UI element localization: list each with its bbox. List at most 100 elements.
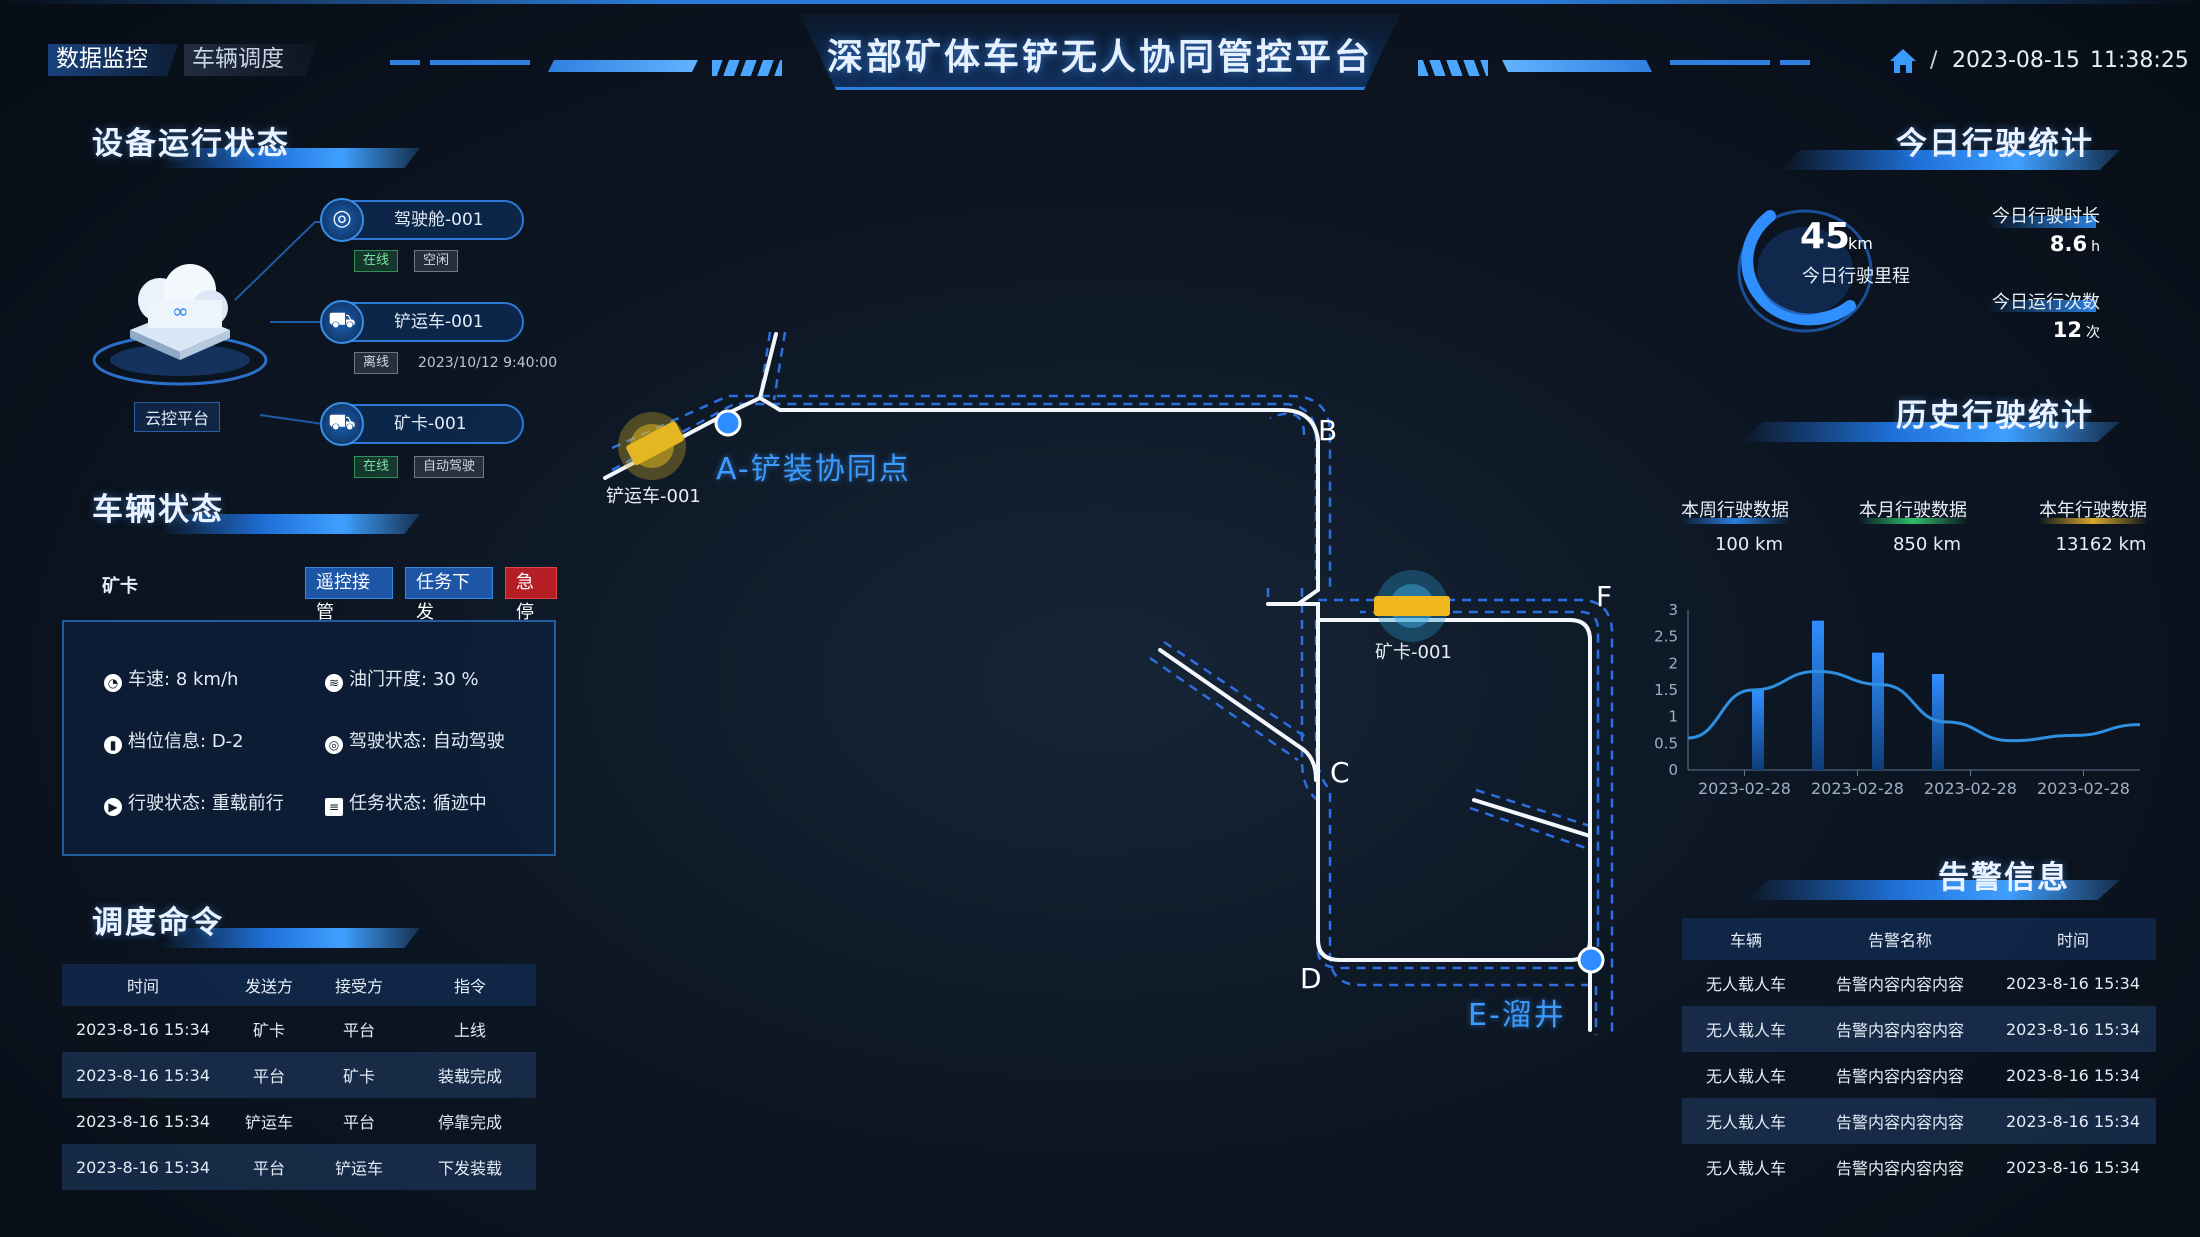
cell-time: 2023-8-16 15:34 xyxy=(2006,1065,2140,1085)
cell-alert-name: 告警内容内容内容 xyxy=(1810,1098,1990,1144)
mileage-value: 45 xyxy=(1800,216,1851,257)
cell-sender: 平台 xyxy=(224,1052,314,1098)
duration-label: 今日行驶时长 xyxy=(1992,206,2100,227)
section-bar-today xyxy=(1780,150,2120,170)
remote-takeover-button[interactable]: 遥控接管 xyxy=(305,567,393,623)
duration-bar xyxy=(1986,216,2096,228)
cell-time: 2023-8-16 15:34 xyxy=(76,1111,210,1131)
loader-vehicle-icon[interactable] xyxy=(618,412,686,480)
history-month-label: 本月行驶数据 xyxy=(1859,500,1967,521)
table-row[interactable]: 2023-8-16 15:34 平台 矿卡 装载完成 xyxy=(62,1052,536,1098)
cell-vehicle: 无人载人车 xyxy=(1682,1098,1810,1144)
table-row[interactable]: 无人载人车 告警内容内容内容 2023-8-16 15:34 xyxy=(1682,960,2156,1006)
column-header: 指令 xyxy=(404,964,536,1006)
cell-command: 停靠完成 xyxy=(437,1113,502,1132)
device-cockpit-001[interactable]: ◎ 驾驶舱-001 xyxy=(320,198,524,242)
home-icon[interactable] xyxy=(1888,46,1918,76)
point-a-marker[interactable] xyxy=(714,409,742,437)
task-dispatch-button[interactable]: 任务下发 xyxy=(405,567,493,623)
history-year-value: 13162 km xyxy=(2055,534,2147,555)
run-state-stat: ▶行驶状态: 重载前行 xyxy=(104,789,284,816)
speed-label: 车速: xyxy=(128,669,171,690)
header-deco-right-3 xyxy=(1670,60,1770,65)
section-bar-vehicle xyxy=(160,514,420,534)
truck-vehicle-icon[interactable] xyxy=(1374,570,1450,642)
y-tick-label: 0 xyxy=(1668,761,1678,779)
point-b-label: B xyxy=(1318,414,1338,447)
table-row[interactable]: 无人载人车 告警内容内容内容 2023-8-16 15:34 xyxy=(1682,1144,2156,1190)
device-name: 铲运车-001 xyxy=(394,312,484,332)
emergency-stop-button[interactable]: 急停 xyxy=(505,567,557,623)
header-deco-right-2 xyxy=(1502,60,1652,72)
y-tick-label: 2.5 xyxy=(1654,628,1678,646)
section-title-vehicle-status: 车辆状态 xyxy=(92,492,224,528)
count-number: 12 xyxy=(2052,318,2082,342)
cell-alert-name: 告警内容内容内容 xyxy=(1835,1067,1964,1086)
table-row[interactable]: 2023-8-16 15:34 矿卡 平台 上线 xyxy=(62,1006,536,1052)
device-loader-001[interactable]: ⛟ 铲运车-001 xyxy=(320,300,524,344)
cell-receiver: 铲运车 xyxy=(314,1144,404,1190)
device-truck-001[interactable]: ⛟ 矿卡-001 xyxy=(320,402,524,446)
play-icon: ▶ xyxy=(104,798,122,816)
table-row[interactable]: 无人载人车 告警内容内容内容 2023-8-16 15:34 xyxy=(1682,1098,2156,1144)
loader-icon: ⛟ xyxy=(320,300,364,344)
cell-receiver: 平台 xyxy=(342,1113,375,1132)
table-row[interactable]: 无人载人车 告警内容内容内容 2023-8-16 15:34 xyxy=(1682,1006,2156,1052)
point-e-label: E-溜井 xyxy=(1468,998,1566,1033)
table-row[interactable]: 2023-8-16 15:34 铲运车 平台 停靠完成 xyxy=(62,1098,536,1144)
loader-vehicle-label: 铲运车-001 xyxy=(606,486,701,507)
tab-vehicle-dispatch[interactable]: 车辆调度 xyxy=(184,44,316,76)
title-plate xyxy=(800,14,1400,90)
section-title-device-status: 设备运行状态 xyxy=(92,126,290,162)
cell-vehicle: 无人载人车 xyxy=(1705,1159,1786,1178)
header-deco-right-4 xyxy=(1780,60,1810,65)
chart-bar xyxy=(1752,690,1764,770)
cloud-platform-label: 云控平台 xyxy=(134,402,221,432)
throttle-icon: ≋ xyxy=(325,674,343,692)
count-unit: 次 xyxy=(2086,325,2100,341)
point-d-label: D xyxy=(1300,962,1322,995)
device-name: 矿卡-001 xyxy=(394,414,467,434)
speed-value: 8 km/h xyxy=(175,669,239,690)
truck-vehicle-label: 矿卡-001 xyxy=(1375,642,1452,663)
route-dashed-lanes xyxy=(611,331,1614,1035)
cell-receiver: 矿卡 xyxy=(314,1052,404,1098)
y-tick-label: 0.5 xyxy=(1654,734,1678,752)
header-date: 2023-08-15 xyxy=(1952,48,2080,73)
section-title-history: 历史行驶统计 xyxy=(1896,398,2094,434)
month-underline xyxy=(1858,518,1968,524)
x-tick-label: 2023-02-28 xyxy=(1698,779,1791,798)
drive-state-stat: ◎驾驶状态: 自动驾驶 xyxy=(325,727,505,754)
gear-shift-icon: ▮ xyxy=(104,736,122,754)
cell-time: 2023-8-16 15:34 xyxy=(2006,973,2140,993)
table-row[interactable]: 2023-8-16 15:34 平台 铲运车 下发装载 xyxy=(62,1144,536,1190)
header-deco-right-1 xyxy=(1418,60,1488,76)
device-name: 驾驶舱-001 xyxy=(394,210,484,230)
table-row[interactable]: 无人载人车 告警内容内容内容 2023-8-16 15:34 xyxy=(1682,1052,2156,1098)
vehicle-status-panel xyxy=(62,620,556,856)
column-header: 告警名称 xyxy=(1810,918,1990,960)
week-underline xyxy=(1680,518,1790,524)
section-bar-history xyxy=(1740,422,2120,442)
section-bar-alerts xyxy=(1746,880,2120,900)
cell-alert-name: 告警内容内容内容 xyxy=(1810,1006,1990,1052)
y-tick-label: 3 xyxy=(1668,601,1678,619)
cell-time: 2023-8-16 15:34 xyxy=(76,1019,210,1039)
cell-receiver: 平台 xyxy=(342,1021,375,1040)
point-e-marker[interactable] xyxy=(1577,946,1605,974)
mileage-unit: km xyxy=(1848,234,1873,253)
duration-number: 8.6 xyxy=(2049,232,2088,256)
header-deco-left-2 xyxy=(430,60,530,65)
speedometer-icon: ◔ xyxy=(104,674,122,692)
cloud-platform-icon: ∞ xyxy=(90,260,270,390)
cell-vehicle: 无人载人车 xyxy=(1682,1006,1810,1052)
throttle-value: 30 % xyxy=(432,669,479,690)
tab-data-monitor[interactable]: 数据监控 xyxy=(48,44,178,76)
gear-value: D-2 xyxy=(211,731,244,752)
section-bar-dispatch xyxy=(160,928,420,948)
route-lines xyxy=(603,332,1592,1032)
cell-vehicle: 无人载人车 xyxy=(1705,975,1786,994)
cell-sender: 矿卡 xyxy=(252,1021,285,1040)
